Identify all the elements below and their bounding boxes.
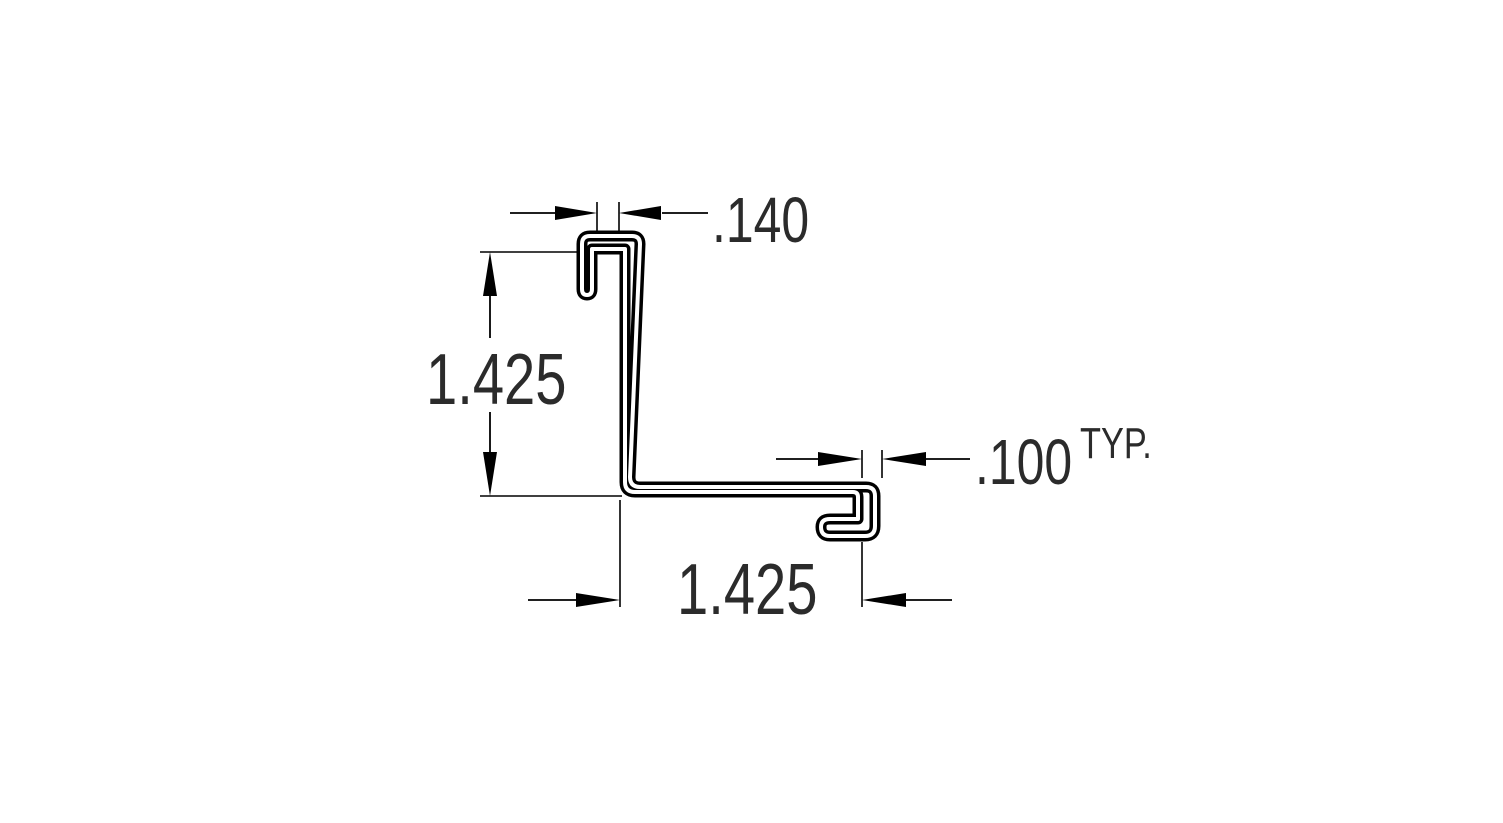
arrowhead-right [576,593,620,607]
arrowhead-up [483,252,497,296]
profile-inner-outline [580,234,877,538]
dimension-material-thickness: .100 TYP. [776,419,1152,498]
dimension-top-flange: .140 [510,185,809,256]
arrowhead-down [483,452,497,496]
arrowhead-right [818,452,862,466]
dimension-vertical-height: 1.425 [426,251,622,497]
dimension-label-top-flange: .140 [712,185,809,256]
dimension-label-typ-suffix: TYP. [1080,419,1152,468]
dimension-label-thickness: .100 [975,427,1072,498]
arrowhead-left [619,206,661,220]
arrowhead-right [555,206,597,220]
dimension-label-horizontal: 1.425 [677,549,817,629]
dimension-horizontal-length: 1.425 [528,500,952,630]
arrowhead-left [862,593,906,607]
dimension-label-vertical: 1.425 [426,339,566,419]
profile-shape [576,230,881,542]
arrowhead-left [882,452,926,466]
